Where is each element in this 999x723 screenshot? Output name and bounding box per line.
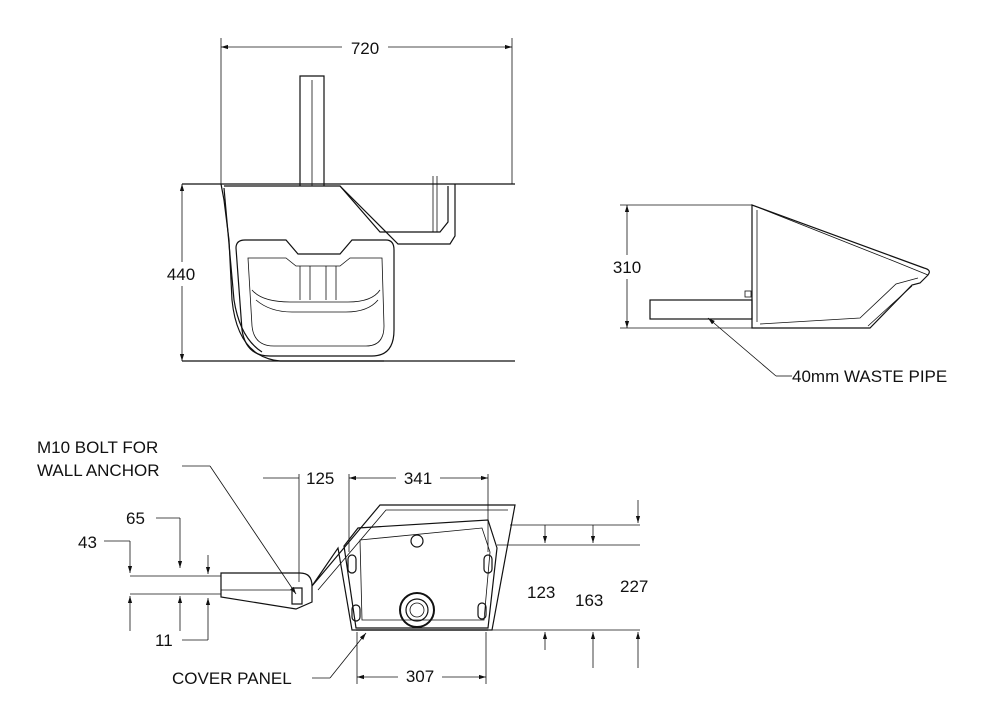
dim-width: 720 bbox=[351, 39, 379, 58]
dim-227: 227 bbox=[620, 577, 648, 596]
dim-65: 65 bbox=[126, 509, 145, 528]
dim-125: 125 bbox=[306, 469, 334, 488]
label-bolt-line2: WALL ANCHOR bbox=[37, 461, 160, 480]
dim-123: 123 bbox=[527, 583, 555, 602]
dim-side-height: 310 bbox=[613, 258, 641, 277]
dim-11: 11 bbox=[155, 631, 173, 650]
dim-163: 163 bbox=[575, 591, 603, 610]
dim-43: 43 bbox=[78, 533, 97, 552]
dim-height: 440 bbox=[167, 265, 195, 284]
label-bolt-line1: M10 BOLT FOR bbox=[37, 438, 158, 457]
front-view: 720 440 bbox=[160, 36, 515, 362]
side-view: 310 40mm WASTE PIPE bbox=[604, 204, 947, 386]
dim-307: 307 bbox=[406, 667, 434, 686]
label-cover-panel: COVER PANEL bbox=[172, 669, 292, 688]
plan-view: 125 341 M10 BOLT FOR WALL ANCHOR 65 43 1… bbox=[37, 438, 648, 688]
dim-341: 341 bbox=[404, 469, 432, 488]
label-waste-pipe: 40mm WASTE PIPE bbox=[792, 367, 947, 386]
